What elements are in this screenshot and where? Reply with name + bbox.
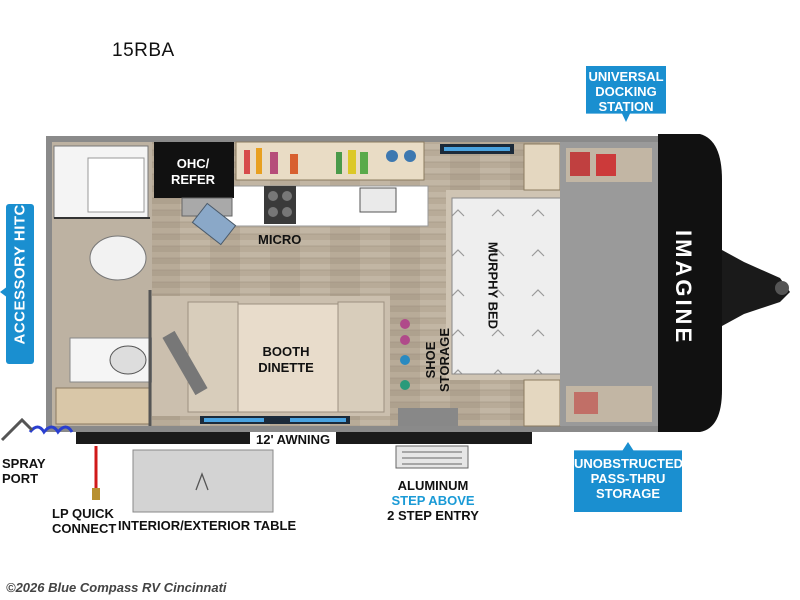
model-name: 15RBA xyxy=(112,40,175,61)
aluminum-step-line2: STEP ABOVE xyxy=(391,493,475,508)
micro-label: MICRO xyxy=(258,232,302,247)
brand-logo: IMAGINE xyxy=(671,230,696,346)
unobstructed-storage-callout: UNOBSTRUCTED PASS-THRU STORAGE xyxy=(574,442,682,512)
aluminum-step-line3: 2 STEP ENTRY xyxy=(387,508,479,523)
dinette-seat-left xyxy=(187,301,239,413)
murphy-bed xyxy=(451,197,563,375)
stove-icon xyxy=(264,186,296,224)
unobstructed-storage-text: UNOBSTRUCTED PASS-THRU STORAGE xyxy=(574,456,684,501)
kitchen-sink xyxy=(359,187,397,213)
shoe-storage-label: SHOE STORAGE xyxy=(423,327,452,393)
accessory-hitch-text: ACCESSORY HITCH xyxy=(11,192,29,345)
pass-thru-storage xyxy=(560,142,658,426)
dinette-seat-right xyxy=(337,301,385,413)
booth-dinette-label: BOOTH DINETTE xyxy=(258,344,314,375)
dinette-window xyxy=(200,416,350,424)
sink-icon xyxy=(109,345,147,375)
table-leaf xyxy=(162,330,208,396)
bath-cabinet xyxy=(55,387,151,425)
entry-door-area xyxy=(398,408,458,426)
lp-quick-connect-label: LP QUICK CONNECT xyxy=(52,506,117,536)
ohc-refer-label: OHC/ REFER xyxy=(170,156,216,187)
upper-shelves xyxy=(235,141,425,181)
spray-port-label: SPRAY PORT xyxy=(2,456,46,486)
interior-exterior-table-label: INTERIOR/EXTERIOR TABLE xyxy=(118,518,297,533)
microwave xyxy=(191,202,237,246)
front-cap xyxy=(658,134,722,432)
step-entry xyxy=(395,445,469,469)
watermark: ©2026 Blue Compass RV Cincinnati xyxy=(6,580,227,595)
toilet-icon xyxy=(89,235,147,281)
accessory-hitch-callout: ACCESSORY HITCH xyxy=(6,192,34,364)
universal-docking-text: UNIVERSAL DOCKING STATION xyxy=(588,69,664,114)
universal-docking-callout: UNIVERSAL DOCKING STATION xyxy=(586,66,666,122)
awning-label: 12' AWNING xyxy=(250,432,337,447)
dinette-table xyxy=(237,303,339,413)
aluminum-step-line1: ALUMINUM xyxy=(397,478,469,493)
ohc-refer-box xyxy=(154,142,234,198)
shower-door xyxy=(87,157,145,213)
tongue-jack-icon xyxy=(722,250,790,326)
exterior-table xyxy=(132,449,274,513)
murphy-bed-label: MURPHY BED xyxy=(485,241,501,330)
aluminum-step-label: ALUMINUM STEP ABOVE 2 STEP ENTRY xyxy=(378,478,488,523)
spray-hose xyxy=(28,425,74,435)
